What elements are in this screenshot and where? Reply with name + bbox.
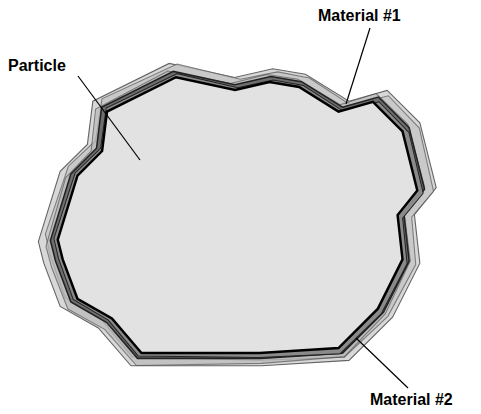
leader-line	[356, 338, 408, 388]
leader-line	[346, 28, 370, 104]
particle-core	[58, 77, 418, 353]
leader-line	[78, 76, 140, 160]
outer-coating	[38, 61, 436, 367]
inner-coating	[50, 71, 424, 360]
callout-label: Material #2	[370, 390, 453, 410]
callout-label: Material #1	[318, 6, 401, 26]
callout-label: Particle	[8, 56, 66, 76]
